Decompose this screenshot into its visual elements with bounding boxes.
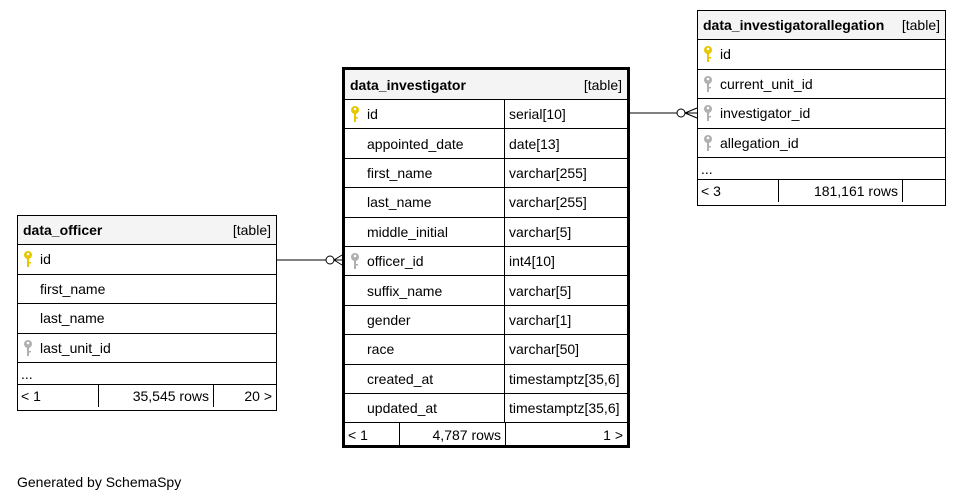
- relationship-officer-investigator: [277, 254, 343, 266]
- column-name: created_at: [367, 370, 434, 387]
- foreign-key-icon: [18, 339, 38, 357]
- column-type: serial[10]: [504, 100, 627, 129]
- column-row-id[interactable]: id serial[10]: [345, 100, 627, 130]
- footer-row-count: 4,787 rows: [400, 423, 506, 448]
- column-name: id: [720, 46, 731, 63]
- column-row-race[interactable]: race varchar[50]: [345, 335, 627, 365]
- foreign-key-icon: [698, 75, 718, 93]
- column-list: id first_name last_name last_unit_id: [18, 245, 276, 363]
- column-row-last-unit-id[interactable]: last_unit_id: [18, 334, 276, 363]
- generated-by-note: Generated by SchemaSpy: [17, 474, 182, 490]
- column-type: timestamptz[35,6]: [504, 364, 627, 393]
- footer-row-count: 35,545 rows: [99, 385, 214, 407]
- column-name: id: [40, 251, 51, 268]
- column-name: id: [367, 106, 378, 123]
- table-footer: < 3 181,161 rows: [698, 180, 945, 202]
- column-name: middle_initial: [367, 223, 448, 240]
- table-data-officer[interactable]: data_officer [table] id first_name last_na…: [17, 215, 277, 411]
- table-header: data_investigator [table]: [345, 70, 627, 100]
- relationship-investigator-allegation: [630, 107, 698, 119]
- column-row-middle-initial[interactable]: middle_initial varchar[5]: [345, 217, 627, 247]
- column-name: allegation_id: [720, 134, 799, 151]
- column-name: investigator_id: [720, 105, 811, 122]
- column-type: varchar[255]: [504, 158, 627, 188]
- column-type: varchar[1]: [504, 305, 627, 335]
- column-type: varchar[255]: [504, 188, 627, 217]
- table-header: data_investigatorallegation [table]: [698, 11, 945, 40]
- more-columns: ...: [698, 158, 945, 180]
- table-data-investigatorallegation[interactable]: data_investigatorallegation [table] id cu…: [697, 10, 946, 206]
- column-row-updated-at[interactable]: updated_at timestamptz[35,6]: [345, 393, 627, 424]
- column-row-id[interactable]: id: [698, 40, 945, 70]
- table-name: data_investigatorallegation: [703, 17, 885, 33]
- column-row-appointed-date[interactable]: appointed_date date[13]: [345, 129, 627, 159]
- column-row-id[interactable]: id: [18, 245, 276, 275]
- table-kind: [table]: [583, 76, 622, 93]
- column-row-last-name[interactable]: last_name varchar[255]: [345, 188, 627, 218]
- column-name: first_name: [367, 164, 433, 181]
- table-footer: < 1 4,787 rows 1 >: [345, 423, 627, 448]
- column-name: last_unit_id: [40, 339, 111, 356]
- column-row-first-name[interactable]: first_name varchar[255]: [345, 158, 627, 189]
- footer-children: [903, 180, 945, 202]
- footer-parents: < 1: [18, 385, 99, 407]
- column-row-first-name[interactable]: first_name: [18, 275, 276, 304]
- column-row-allegation-id[interactable]: allegation_id: [698, 129, 945, 158]
- column-list: id current_unit_id investigator_id allegati…: [698, 40, 945, 158]
- footer-children: 20 >: [244, 388, 272, 404]
- foreign-key-icon: [345, 252, 365, 270]
- table-header: data_officer [table]: [18, 216, 276, 245]
- primary-key-icon: [698, 45, 718, 63]
- column-row-investigator-id[interactable]: investigator_id: [698, 99, 945, 129]
- column-name: current_unit_id: [720, 75, 813, 92]
- footer-children: 1 >: [603, 427, 623, 444]
- column-type: varchar[5]: [504, 217, 627, 246]
- column-name: last_name: [367, 194, 432, 211]
- footer-row-count: 181,161 rows: [779, 180, 903, 202]
- column-name: race: [367, 341, 395, 358]
- column-type: varchar[5]: [504, 276, 627, 305]
- footer-parents: < 3: [698, 180, 779, 202]
- table-name: data_officer: [23, 222, 103, 238]
- column-row-officer-id[interactable]: officer_id int4[10]: [345, 246, 627, 277]
- primary-key-icon: [18, 250, 38, 268]
- table-name: data_investigator: [350, 76, 466, 93]
- column-name: officer_id: [367, 253, 424, 270]
- primary-key-icon: [345, 105, 365, 123]
- table-footer: < 1 35,545 rows 20 >: [18, 385, 276, 407]
- column-name: last_name: [40, 310, 105, 327]
- foreign-key-icon: [698, 134, 718, 152]
- column-type: varchar[50]: [504, 335, 627, 364]
- column-row-created-at[interactable]: created_at timestamptz[35,6]: [345, 364, 627, 394]
- column-row-gender[interactable]: gender varchar[1]: [345, 305, 627, 336]
- column-row-current-unit-id[interactable]: current_unit_id: [698, 70, 945, 99]
- column-name: updated_at: [367, 400, 438, 417]
- column-row-last-name[interactable]: last_name: [18, 304, 276, 334]
- column-name: first_name: [40, 280, 106, 297]
- column-name: appointed_date: [367, 135, 464, 152]
- table-kind: [table]: [232, 222, 271, 238]
- column-type: date[13]: [504, 129, 627, 158]
- column-type: timestamptz[35,6]: [504, 393, 627, 423]
- footer-parents: < 1: [345, 423, 400, 448]
- column-type: int4[10]: [504, 246, 627, 276]
- more-columns: ...: [18, 363, 276, 385]
- column-name: suffix_name: [367, 282, 443, 299]
- foreign-key-icon: [698, 104, 718, 122]
- column-name: gender: [367, 311, 411, 328]
- column-row-suffix-name[interactable]: suffix_name varchar[5]: [345, 276, 627, 306]
- table-kind: [table]: [901, 17, 940, 33]
